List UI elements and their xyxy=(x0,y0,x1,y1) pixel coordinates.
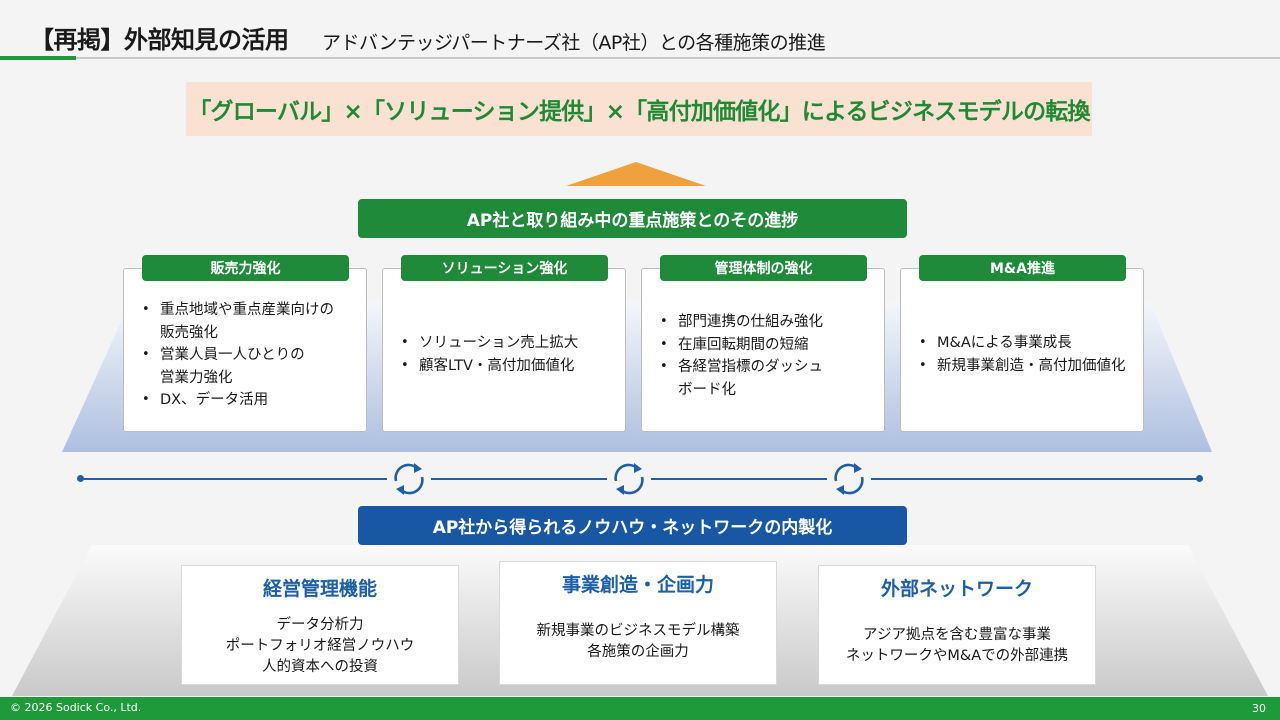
initiative-card-solution: ソリューション売上拡大 顧客LTV・高付加価値化 xyxy=(382,268,626,432)
initiative-card-list: 重点地域や重点産業向けの 販売強化 営業人員一人ひとりの 営業力強化 DX、デー… xyxy=(138,299,334,412)
list-item: 部門連携の仕組み強化 xyxy=(656,311,823,334)
arrow-up-triangle-icon xyxy=(566,162,706,186)
initiative-card-list: ソリューション売上拡大 顧客LTV・高付加価値化 xyxy=(397,332,578,377)
list-item: 各経営指標のダッシュ ボード化 xyxy=(656,356,823,401)
list-item: 新規事業創造・高付加価値化 xyxy=(915,355,1126,378)
initiative-card-management: 部門連携の仕組み強化 在庫回転期間の短縮 各経営指標のダッシュ ボード化 xyxy=(641,268,885,432)
strategy-banner: 「グローバル」×「ソリューション提供」×「高付加価値化」によるビジネスモデルの転… xyxy=(186,82,1092,136)
capability-card-business-creation: 事業創造・企画力 新規事業のビジネスモデル構築 各施策の企画力 xyxy=(499,561,777,685)
page-subtitle: アドバンテッジパートナーズ社（AP社）との各種施策の推進 xyxy=(322,32,826,54)
capability-card-body: データ分析力 ポートフォリオ経営ノウハウ 人的資本への投資 xyxy=(225,617,415,675)
header-accent-line xyxy=(0,56,76,60)
internalization-title-bar: AP社から得られるノウハウ・ネットワークの内製化 xyxy=(358,506,907,545)
list-item: DX、データ活用 xyxy=(138,389,334,412)
list-item: 重点地域や重点産業向けの 販売強化 xyxy=(138,299,334,344)
initiative-tag-sales: 販売力強化 xyxy=(142,255,349,281)
footer-bar xyxy=(0,697,1280,720)
capability-card-body: アジア拠点を含む豊富な事業 ネットワークやM&Aでの外部連携 xyxy=(845,627,1069,664)
cycle-arrows-icon xyxy=(387,457,431,501)
list-item: 顧客LTV・高付加価値化 xyxy=(397,355,578,378)
initiative-card-list: 部門連携の仕組み強化 在庫回転期間の短縮 各経営指標のダッシュ ボード化 xyxy=(656,311,823,401)
list-item: 営業人員一人ひとりの 営業力強化 xyxy=(138,344,334,389)
capability-card-management: 経営管理機能 データ分析力 ポートフォリオ経営ノウハウ 人的資本への投資 xyxy=(181,565,459,685)
initiative-card-sales: 重点地域や重点産業向けの 販売強化 営業人員一人ひとりの 営業力強化 DX、デー… xyxy=(123,268,367,432)
capability-card-title: 経営管理機能 xyxy=(262,578,377,600)
list-item: M&Aによる事業成長 xyxy=(915,332,1126,355)
page-title: 【再掲】外部知見の活用 xyxy=(30,26,289,54)
initiatives-title-bar: AP社と取り組み中の重点施策とのその進捗 xyxy=(358,199,907,238)
page-number: 30 xyxy=(1252,702,1266,715)
initiative-tag-solution: ソリューション強化 xyxy=(401,255,608,281)
initiative-card-ma: M&Aによる事業成長 新規事業創造・高付加価値化 xyxy=(900,268,1144,432)
cycle-arrows-icon xyxy=(607,457,651,501)
connector-endpoint-left xyxy=(77,475,84,482)
footer-copyright: © 2026 Sodick Co., Ltd. xyxy=(10,701,142,714)
initiative-tag-management: 管理体制の強化 xyxy=(660,255,867,281)
list-item: 在庫回転期間の短縮 xyxy=(656,334,823,357)
capability-card-body: 新規事業のビジネスモデル構築 各施策の企画力 xyxy=(536,623,740,660)
header-divider xyxy=(0,57,1280,59)
initiative-tag-ma: M&A推進 xyxy=(919,255,1126,281)
capability-card-title: 外部ネットワーク xyxy=(880,578,1033,600)
strategy-banner-text: 「グローバル」×「ソリューション提供」×「高付加価値化」によるビジネスモデルの転… xyxy=(188,99,1090,125)
connector-endpoint-right xyxy=(1196,475,1203,482)
capability-card-network: 外部ネットワーク アジア拠点を含む豊富な事業 ネットワークやM&Aでの外部連携 xyxy=(818,565,1096,685)
capability-card-title: 事業創造・企画力 xyxy=(561,574,714,596)
cycle-arrows-icon xyxy=(827,457,871,501)
initiative-card-list: M&Aによる事業成長 新規事業創造・高付加価値化 xyxy=(915,332,1126,377)
list-item: ソリューション売上拡大 xyxy=(397,332,578,355)
